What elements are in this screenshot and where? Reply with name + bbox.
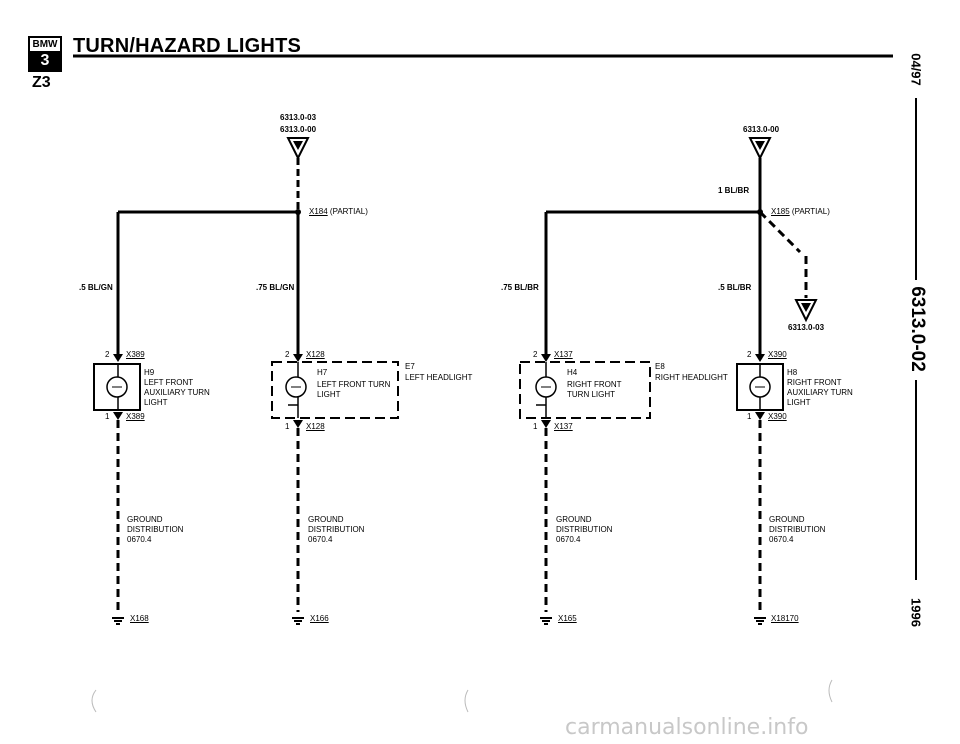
- wire-right-branch-diag: [758, 210, 802, 254]
- ref-triangle-left-inner: [293, 141, 303, 150]
- h4-pin-bottom: 1: [533, 422, 538, 431]
- h8-name: RIGHT FRONT AUXILIARY TURN LIGHT: [787, 378, 853, 407]
- margin-doc-number: 6313.0-02: [907, 286, 928, 372]
- pin-arrow-h9-bottom: [113, 412, 123, 420]
- connector-x184-label: X184: [309, 207, 328, 216]
- h9-ground-connector: X168: [130, 614, 149, 623]
- pin-arrow-h4-bottom: [541, 420, 551, 428]
- pin-arrow-h8-top: [755, 354, 765, 362]
- margin-date: 04/97: [908, 53, 924, 86]
- pin-arrow-h8-bottom: [755, 412, 765, 420]
- page-title: TURN/HAZARD LIGHTS: [73, 35, 302, 57]
- margin-year: 1996: [908, 598, 924, 627]
- h4-pin-top: 2: [533, 350, 538, 359]
- e7-code: E7: [405, 362, 415, 371]
- connector-x184-note: (PARTIAL): [329, 207, 368, 216]
- e8-code: E8: [655, 362, 665, 371]
- wire-label-right-inner: .75 BL/BR: [501, 283, 539, 292]
- h9-connector-top: X389: [126, 350, 145, 359]
- h4-code: H4: [567, 368, 578, 377]
- h9-pin-top: 2: [105, 350, 110, 359]
- watermark: carmanualsonline.info: [565, 715, 809, 740]
- h7-name: LEFT FRONT TURN LIGHT: [317, 380, 391, 399]
- h4-connector-bottom: X137: [554, 422, 573, 431]
- e7-housing: [271, 361, 399, 419]
- pin-arrow-h7-bottom: [293, 420, 303, 428]
- pin-arrow-h9-top: [113, 354, 123, 362]
- h9-code: H9: [144, 368, 155, 377]
- h7-connector-top: X128: [306, 350, 325, 359]
- pin-arrow-h4-top: [541, 354, 551, 362]
- h8-ground-connector: X18170: [771, 614, 799, 623]
- connector-x185-note: (PARTIAL): [791, 207, 830, 216]
- ref-right-branch: 6313.0-03: [788, 323, 825, 332]
- wire-label-right-outer: .5 BL/BR: [718, 283, 752, 292]
- h4-ground-label: GROUND DISTRIBUTION 0670.4: [556, 515, 613, 544]
- e7-name: LEFT HEADLIGHT: [405, 373, 473, 382]
- h8-connector-top: X390: [768, 350, 787, 359]
- ref-left-top: 6313.0-03: [280, 113, 317, 122]
- connector-x185-label: X185: [771, 207, 790, 216]
- h9-name: LEFT FRONT AUXILIARY TURN LIGHT: [144, 378, 210, 407]
- h7-ground-label: GROUND DISTRIBUTION 0670.4: [308, 515, 365, 544]
- h8-ground-label: GROUND DISTRIBUTION 0670.4: [769, 515, 826, 544]
- logo-series: 3: [30, 52, 60, 70]
- e8-name: RIGHT HEADLIGHT: [655, 373, 728, 382]
- h8-code: H8: [787, 368, 798, 377]
- wire-label-left-inner: .75 BL/GN: [256, 283, 295, 292]
- e8-housing: [519, 361, 651, 419]
- pin-arrow-h7-top: [293, 354, 303, 362]
- h8-pin-bottom: 1: [747, 412, 752, 421]
- h4-connector-top: X137: [554, 350, 573, 359]
- ref-triangle-right-inner: [755, 141, 765, 150]
- h7-pin-bottom: 1: [285, 422, 290, 431]
- h4-ground-connector: X165: [558, 614, 577, 623]
- h7-connector-bottom: X128: [306, 422, 325, 431]
- wire-label-left-outer: .5 BL/GN: [79, 283, 113, 292]
- model-label: Z3: [32, 74, 51, 91]
- bmw-3-logo: BMW 3: [28, 36, 62, 72]
- wire-label-right-feed: 1 BL/BR: [718, 186, 750, 195]
- h7-pin-top: 2: [285, 350, 290, 359]
- ref-left-bottom: 6313.0-00: [280, 125, 317, 134]
- h4-name: RIGHT FRONT TURN LIGHT: [567, 380, 622, 399]
- logo-brand: BMW: [30, 38, 60, 53]
- h8-pin-top: 2: [747, 350, 752, 359]
- ref-right: 6313.0-00: [743, 125, 780, 134]
- h9-pin-bottom: 1: [105, 412, 110, 421]
- h9-ground-label: GROUND DISTRIBUTION 0670.4: [127, 515, 184, 544]
- h9-connector-bottom: X389: [126, 412, 145, 421]
- h7-ground-connector: X166: [310, 614, 329, 623]
- h7-code: H7: [317, 368, 328, 377]
- h8-connector-bottom: X390: [768, 412, 787, 421]
